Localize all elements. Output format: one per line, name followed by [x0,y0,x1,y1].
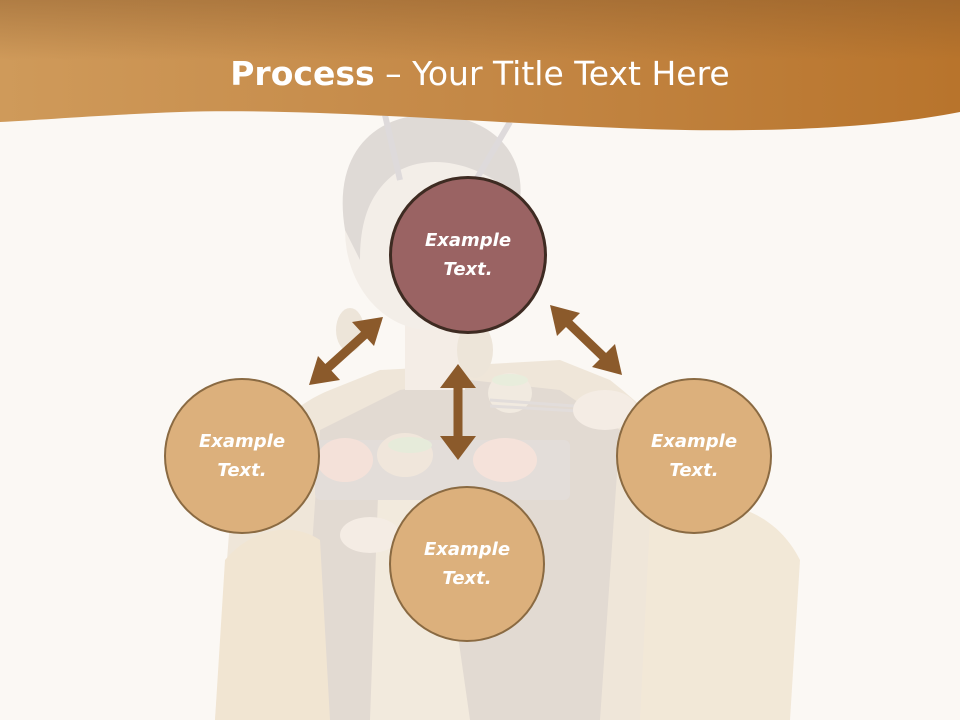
node-left-line1: Example [198,431,286,452]
node-top-line1: Example [424,230,512,251]
node-right-line2: Text. [669,460,719,481]
title-rest: – Your Title Text Here [374,54,730,93]
node-bottom-line2: Text. [442,568,492,589]
node-right-line1: Example [650,431,738,452]
node-top-line2: Text. [443,259,493,280]
node-bottom-line1: Example [423,539,511,560]
arrow-top-left [309,317,383,385]
arrow-vertical [440,364,476,460]
slide-title: Process – Your Title Text Here [0,50,960,98]
process-node-left: Example Text. [164,378,320,534]
node-left-line2: Text. [217,460,267,481]
process-node-right: Example Text. [616,378,772,534]
arrow-top-right [550,305,622,375]
title-bold: Process [230,54,375,93]
process-node-bottom: Example Text. [389,486,545,642]
process-node-top: Example Text. [389,176,547,334]
